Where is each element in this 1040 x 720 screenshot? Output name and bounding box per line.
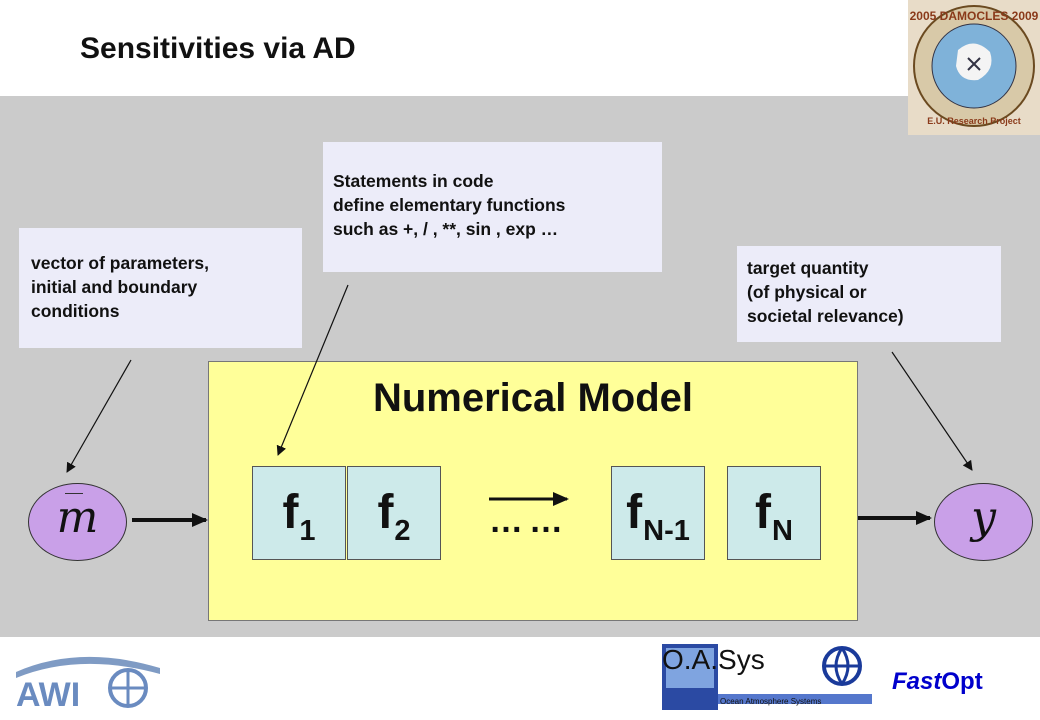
fastopt-part1: Fast [892, 668, 942, 695]
callout-line: such as +, / , **, sin , exp … [333, 219, 559, 239]
function-box-fn: fN [727, 466, 821, 560]
callout-line: societal relevance) [747, 306, 904, 326]
callout-statements: Statements in code define elementary fun… [323, 142, 662, 272]
page-title: Sensitivities via AD [80, 32, 356, 65]
fastopt-part2: Opt [941, 668, 983, 695]
function-subscript: 2 [394, 515, 411, 547]
function-box-f2: f2 [347, 466, 441, 560]
oasys-tagline: Ocean Atmosphere Systems [720, 697, 822, 706]
callout-target: target quantity (of physical or societal… [737, 246, 1001, 342]
output-ellipse: y [934, 483, 1033, 561]
damocles-logo: 2005 DAMOCLES 2009 E.U. Research Project [908, 0, 1040, 135]
function-base: f [377, 486, 394, 539]
callout-parameters: vector of parameters, initial and bounda… [19, 228, 302, 348]
ellipsis: …… [489, 502, 569, 540]
function-base: f [755, 486, 772, 539]
function-base: f [626, 486, 643, 539]
input-ellipse: m [28, 483, 127, 561]
oasys-name: O.A.Sys [662, 644, 765, 675]
function-box-fn-1: fN-1 [611, 466, 705, 560]
callout-line: initial and boundary [31, 277, 198, 297]
callout-line: conditions [31, 301, 120, 321]
function-subscript: 1 [299, 515, 316, 547]
callout-line: (of physical or [747, 282, 867, 302]
pointer-arrow-target [891, 351, 973, 471]
callout-line: target quantity [747, 258, 869, 278]
function-subscript: N [772, 515, 793, 547]
damocles-logo-top: 2005 DAMOCLES 2009 [910, 9, 1039, 23]
pointer-arrow-params [66, 359, 132, 473]
awi-logo-text: AWI [16, 676, 80, 710]
damocles-logo-bottom: E.U. Research Project [927, 116, 1021, 126]
function-box-f1: f1 [252, 466, 346, 560]
function-base: f [282, 486, 299, 539]
output-symbol: y [971, 492, 996, 543]
pointer-arrow-statements [276, 284, 349, 456]
oasys-logo [662, 644, 872, 710]
input-overline [65, 493, 83, 494]
model-title: Numerical Model [372, 376, 694, 420]
callout-line: vector of parameters, [31, 253, 209, 273]
awi-logo: AWI [10, 642, 170, 714]
function-subscript: N-1 [643, 515, 690, 547]
callout-line: Statements in code [333, 171, 494, 191]
callout-line: define elementary functions [333, 195, 566, 215]
fastopt-logo: FastOpt [892, 668, 983, 696]
input-symbol: m [56, 492, 99, 543]
